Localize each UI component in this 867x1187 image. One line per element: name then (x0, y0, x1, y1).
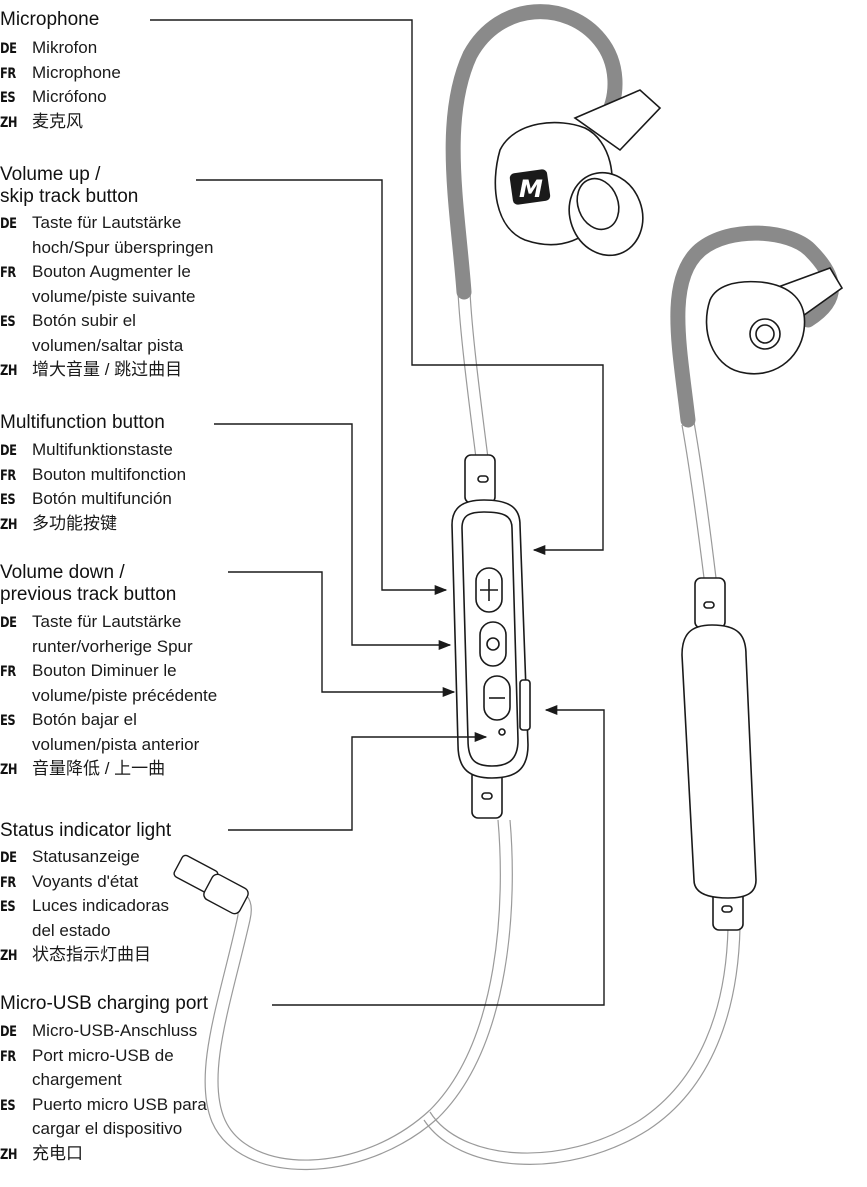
remote-control (451, 454, 531, 819)
leader-usb-port (272, 704, 605, 1006)
left-ear-hook (445, 4, 623, 300)
heading-volume-down: Volume down / previous track button (0, 562, 177, 605)
heading-status-light: Status indicator light (0, 820, 172, 841)
leader-status-light (228, 731, 488, 831)
battery-pod (681, 577, 757, 931)
leader-lines (150, 19, 605, 1006)
heading-usb-port: Micro-USB charging port (0, 993, 209, 1014)
right-earpiece (705, 267, 844, 375)
left-earpiece (494, 89, 662, 257)
bottom-cable (204, 819, 741, 1171)
heading-microphone: Microphone (0, 9, 100, 30)
heading-volume-up: Volume up / skip track button (0, 164, 139, 207)
leader-volume-down (228, 571, 456, 698)
brand-logo: M (519, 175, 543, 203)
right-cable (681, 421, 717, 579)
leader-volume-up (196, 179, 448, 596)
micro-usb-plug (173, 854, 249, 915)
left-cable (457, 291, 489, 459)
leader-microphone (150, 19, 604, 556)
heading-multifunction: Multifunction button (0, 412, 165, 433)
leader-multifunction (214, 423, 452, 651)
